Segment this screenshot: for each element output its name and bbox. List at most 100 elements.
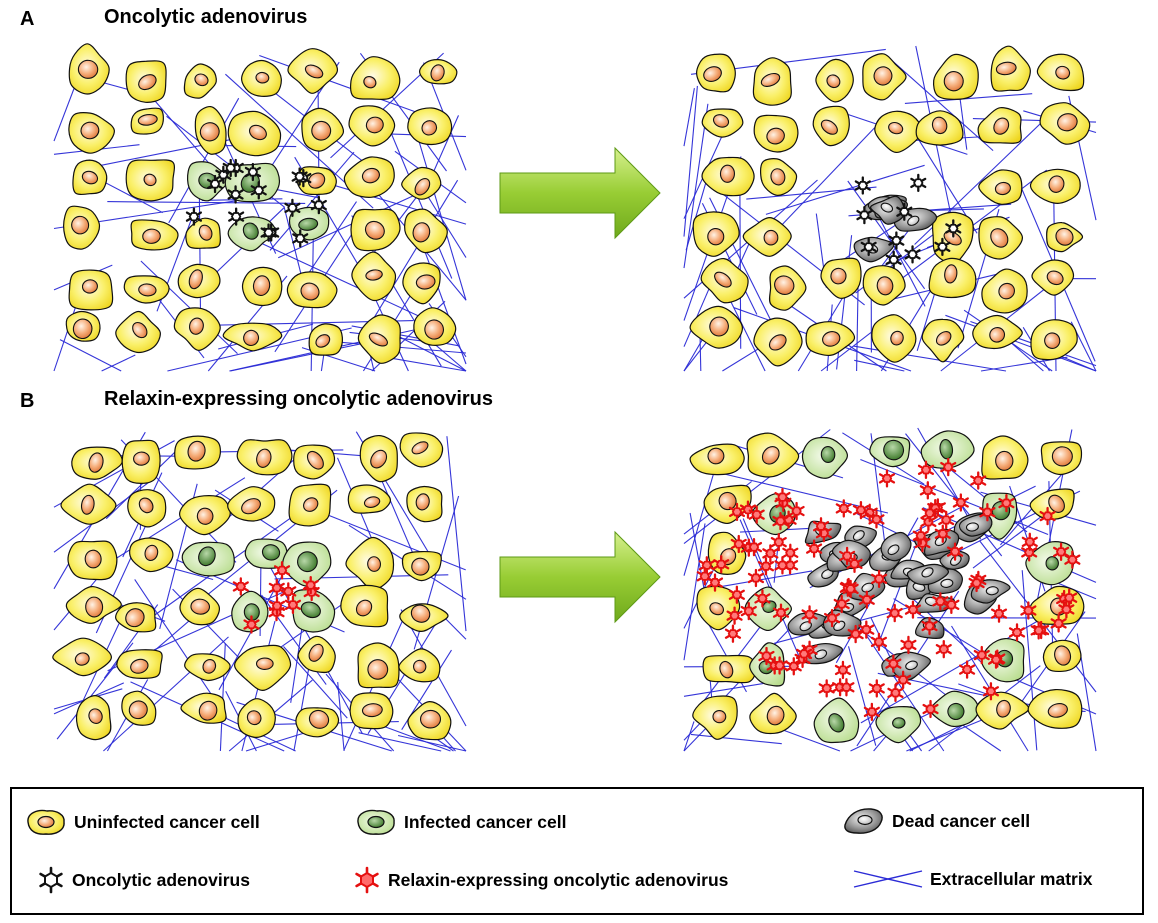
relaxin-virus bbox=[1030, 621, 1047, 640]
uninfected-cancer-cell bbox=[695, 53, 736, 93]
oncolytic-virus bbox=[888, 231, 905, 250]
uninfected-cancer-cell bbox=[184, 653, 231, 682]
uninfected-cancer-cell bbox=[351, 251, 397, 302]
crossed-lines-icon bbox=[853, 870, 923, 888]
uninfected-cancer-cell bbox=[127, 489, 167, 528]
uninfected-cancer-cell bbox=[1036, 53, 1085, 92]
uninfected-cancer-cell bbox=[347, 484, 392, 514]
infected-cancer-cell bbox=[744, 586, 793, 632]
relaxin-virus bbox=[1039, 506, 1056, 526]
uninfected-cancer-cell bbox=[180, 692, 227, 724]
uninfected-cancer-cell bbox=[1046, 221, 1084, 253]
oncolytic-virus bbox=[284, 198, 301, 217]
relaxin-virus bbox=[754, 589, 771, 608]
relaxin-virus bbox=[268, 596, 286, 615]
relaxin-virus bbox=[302, 575, 319, 595]
oncolytic-virus bbox=[854, 176, 871, 195]
relaxin-virus bbox=[904, 600, 922, 619]
relaxin-virus bbox=[934, 524, 951, 543]
infected-cancer-cell bbox=[244, 538, 288, 569]
relaxin-virus bbox=[858, 620, 875, 639]
uninfected-cancer-cell bbox=[357, 642, 400, 689]
relaxin-virus bbox=[847, 624, 864, 644]
uninfected-cancer-cell bbox=[760, 158, 798, 196]
relaxin-virus bbox=[243, 615, 260, 634]
relaxin-virus bbox=[922, 699, 939, 719]
relaxin-virus bbox=[887, 683, 904, 703]
relaxin-virus bbox=[919, 481, 936, 500]
uninfected-cancer-cell bbox=[990, 45, 1031, 92]
uninfected-cancer-cell bbox=[701, 156, 755, 197]
dead-cancer-cell bbox=[870, 195, 905, 225]
relaxin-virus bbox=[842, 579, 859, 599]
uninfected-cancer-cell bbox=[404, 208, 448, 254]
relaxin-virus bbox=[895, 670, 912, 689]
relaxin-virus bbox=[713, 555, 730, 574]
uninfected-cancer-cell bbox=[115, 602, 157, 633]
relaxin-virus bbox=[1064, 550, 1081, 569]
oncolytic-virus bbox=[292, 229, 309, 248]
uninfected-cancer-cell bbox=[701, 108, 744, 138]
infected-cancer-cell bbox=[869, 436, 911, 468]
uninfected-cancer-cell bbox=[932, 53, 979, 100]
relaxin-virus bbox=[935, 640, 952, 659]
uninfected-cancer-cell bbox=[121, 439, 161, 485]
infected-cancer-cell bbox=[875, 705, 922, 744]
uninfected-cancer-cell bbox=[805, 321, 856, 357]
uninfected-cancer-cell bbox=[862, 53, 907, 101]
uninfected-cancer-cell bbox=[129, 537, 174, 573]
relaxin-virus bbox=[1021, 532, 1038, 551]
infected-cancer-cell bbox=[920, 430, 975, 469]
uninfected-cancer-cell bbox=[1031, 259, 1075, 296]
legend-relaxin-label: Relaxin-expressing oncolytic adenovirus bbox=[388, 869, 729, 890]
oncolytic-virus bbox=[885, 250, 902, 269]
uninfected-cancer-cell bbox=[227, 110, 282, 157]
arrow-right-icon bbox=[499, 530, 661, 624]
relaxin-virus bbox=[232, 577, 249, 596]
relaxin-virus bbox=[748, 505, 765, 524]
relaxin-virus bbox=[818, 679, 835, 698]
oncolytic-virus-icon bbox=[39, 866, 63, 894]
uninfected-cancer-cell bbox=[978, 169, 1023, 205]
legend-uninfected: Uninfected cancer cell bbox=[24, 807, 260, 837]
oncolytic-virus bbox=[856, 205, 873, 225]
uninfected-cancer-cell bbox=[177, 263, 221, 299]
uninfected-cancer-cell bbox=[295, 707, 340, 738]
uninfected-cancer-cell bbox=[173, 307, 221, 351]
uninfected-cancer-cell bbox=[308, 323, 344, 356]
relaxin-virus bbox=[728, 585, 745, 604]
uninfected-cancer-cell bbox=[874, 110, 923, 153]
relaxin-virus bbox=[987, 650, 1005, 669]
uninfected-cancer-cell bbox=[1029, 585, 1085, 625]
uninfected-cancer-cell bbox=[402, 262, 441, 305]
oncolytic-virus bbox=[910, 173, 927, 193]
uninfected-cancer-cell bbox=[398, 648, 441, 683]
relaxin-virus bbox=[782, 543, 799, 562]
oncolytic-virus bbox=[291, 167, 308, 186]
uninfected-cancer-cell bbox=[401, 166, 442, 200]
uninfected-cancer-cell bbox=[1040, 441, 1083, 476]
uninfected-cancer-cell bbox=[689, 305, 744, 349]
uninfected-cancer-cell bbox=[928, 257, 977, 299]
uninfected-cancer-cell bbox=[287, 48, 339, 94]
infected-cancer-cell bbox=[181, 541, 235, 577]
relaxin-virus bbox=[726, 606, 743, 625]
uninfected-cancer-cell bbox=[692, 211, 740, 257]
uninfected-cancer-cell bbox=[399, 432, 444, 468]
relaxin-virus bbox=[1053, 542, 1070, 561]
infected-cancer-cell bbox=[227, 216, 277, 252]
relaxin-virus bbox=[870, 632, 888, 652]
uninfected-cancer-cell bbox=[65, 310, 101, 342]
uninfected-cancer-cell bbox=[972, 314, 1023, 350]
relaxin-virus bbox=[886, 603, 903, 623]
uninfected-cancer-cell bbox=[130, 107, 164, 135]
uninfected-cancer-cell bbox=[65, 585, 122, 624]
uninfected-cancer-cell bbox=[71, 446, 123, 480]
relaxin-virus bbox=[772, 511, 789, 531]
uninfected-cancer-cell bbox=[130, 219, 179, 251]
relaxin-virus bbox=[795, 644, 813, 664]
uninfected-cancer-cell bbox=[977, 107, 1022, 144]
uninfected-cancer-cell bbox=[183, 63, 217, 99]
illustration bbox=[52, 43, 1097, 752]
uninfected-cancer-cell bbox=[288, 483, 332, 527]
